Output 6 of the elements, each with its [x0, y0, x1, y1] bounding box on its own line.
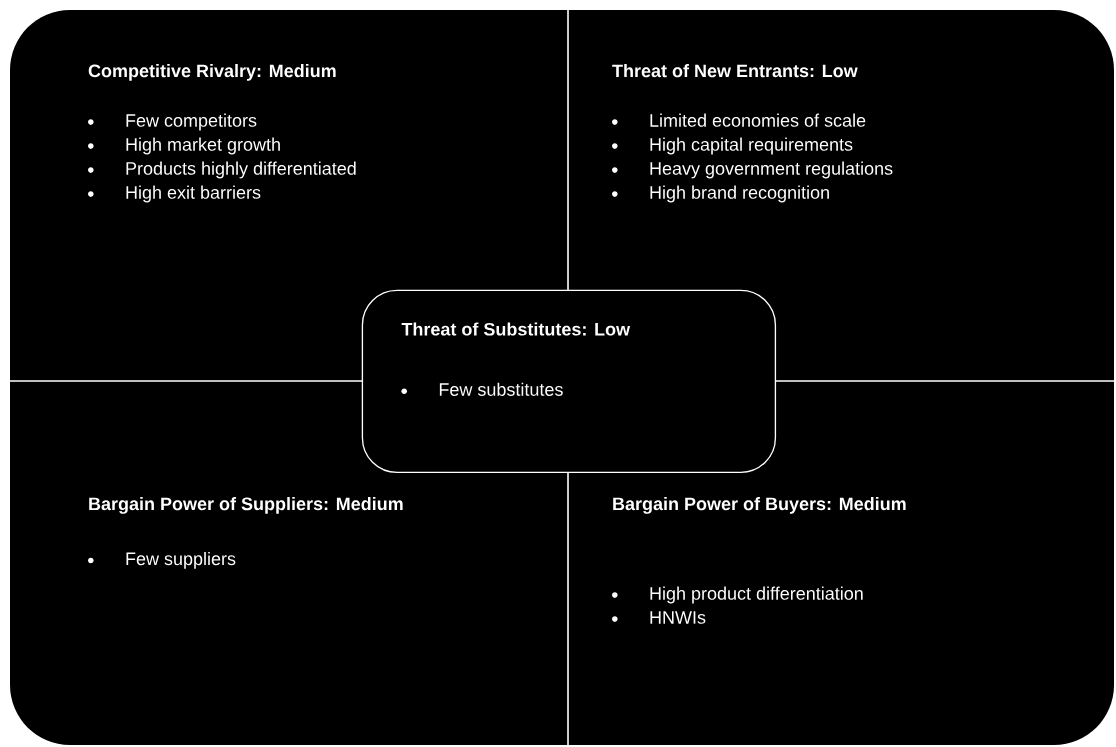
quadrant-text: Threat of New Entrants: Low Limited economies of scale High capital requirements Heavy government regulations High brand recognition: [612, 64, 893, 203]
quadrant-text: Bargain Power of Suppliers: Medium Few suppliers: [88, 497, 403, 569]
panel-background: [10, 10, 1114, 745]
quadrant-text: Bargain Power of Buyers: Medium High product differentiation HNWIs: [612, 497, 906, 624]
center-box: Threat of Substitutes: Low Few substitutes: [361, 289, 777, 474]
quadrant-text: Competitive Rivalry: Medium Few competitors High market growth Products highly differentiated High exit barriers: [88, 64, 356, 203]
